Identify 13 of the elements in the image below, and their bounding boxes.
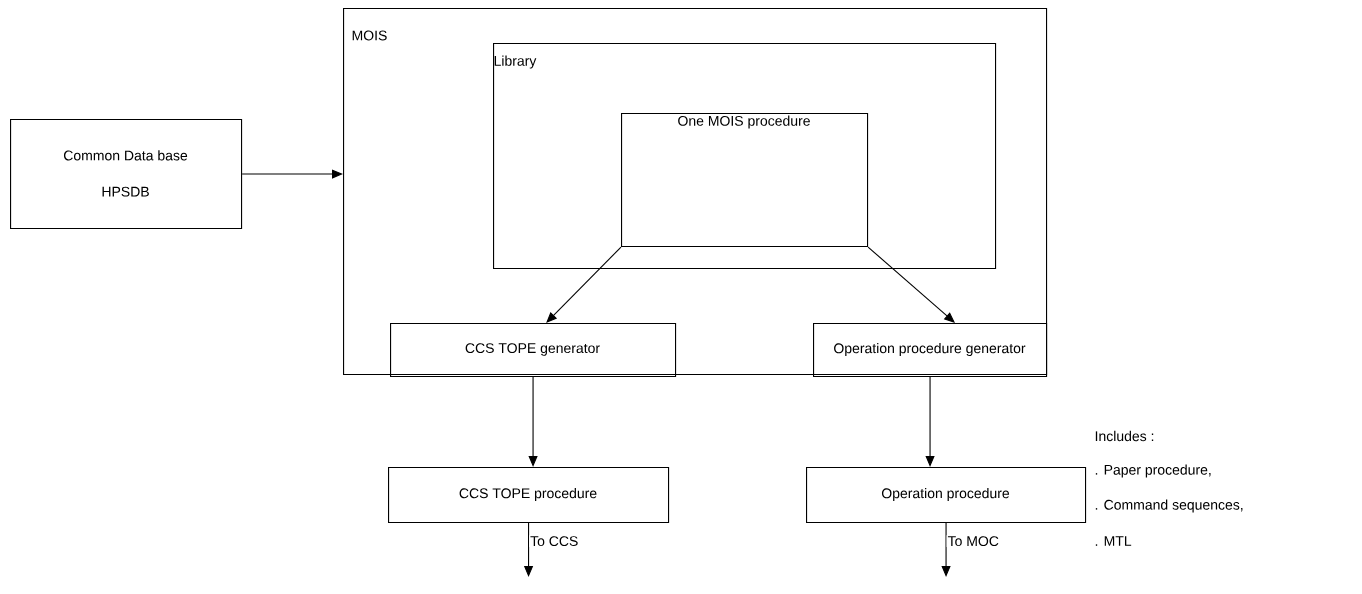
process-box: CCS TOPE procedure [388,467,670,524]
arrow [528,376,538,467]
process-box: Operation procedure [806,467,1087,524]
arrow [241,169,343,179]
arrow [546,246,622,323]
edge-label: To CCS [530,536,578,547]
note-text: Includes : [1095,430,1154,442]
arrow [925,376,935,467]
note-text: . MTL [1095,536,1132,546]
note-text: . Paper procedure, [1095,464,1211,478]
edge-label: To MOC [947,536,999,547]
process-box: Common Data base HPSDB [10,119,243,230]
process-box: One MOIS procedure [621,113,869,248]
